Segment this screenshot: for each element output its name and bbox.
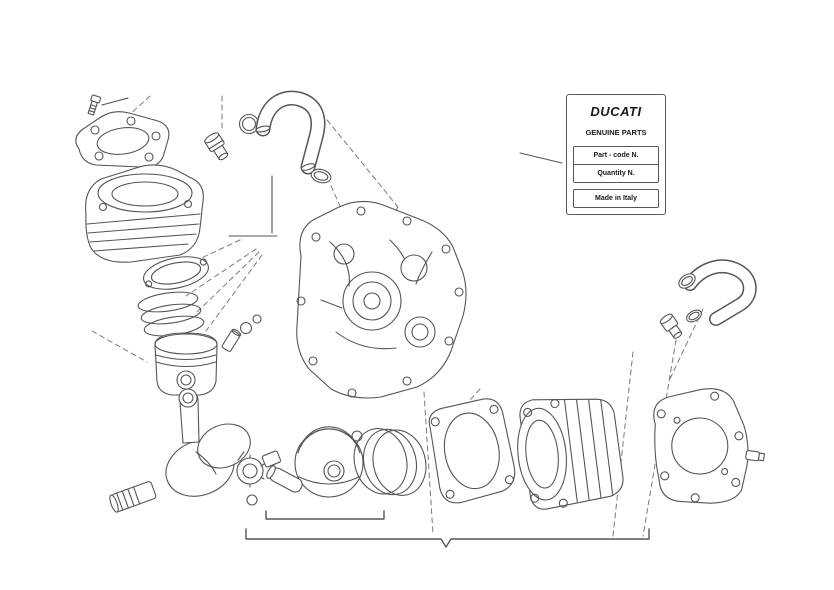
circlip-bottom-1 <box>351 430 363 442</box>
made-in-italy-field: Made in Italy <box>573 189 659 208</box>
piston-rings-bottom <box>353 428 427 496</box>
genuine-parts-text: GENUINE PARTS <box>585 128 647 137</box>
wrist-pin-bottom <box>266 465 303 493</box>
head-gasket-right <box>653 388 749 504</box>
ducati-logo: DUCATI <box>590 104 642 119</box>
piston-bottom <box>294 426 364 498</box>
crankshaft <box>109 388 282 513</box>
piston-left <box>154 332 218 396</box>
hose-clamp-right-2 <box>686 309 702 323</box>
union-fitting-right <box>659 313 683 339</box>
wrist-pin-left <box>221 328 242 352</box>
base-gasket-left <box>143 256 209 290</box>
leader-lines <box>101 97 563 237</box>
hose-right <box>683 259 757 326</box>
cylinder-base-gasket <box>428 398 516 504</box>
piston-rings-left <box>137 291 205 337</box>
genuine-parts-label: DUCATI GENUINE PARTS Part - code N. Quan… <box>566 94 666 215</box>
circlip-left-1 <box>239 321 253 335</box>
dowel-pin-right <box>745 450 765 462</box>
label-fields: Part - code N. Quantity N. <box>573 146 659 183</box>
crankcase-cover <box>296 200 467 399</box>
hose-clamp-mid <box>310 168 332 184</box>
cylinder-right <box>517 398 624 510</box>
bolt <box>87 94 102 116</box>
hose-top <box>255 90 326 175</box>
head-gasket-left <box>75 111 170 168</box>
connecting-rod <box>178 388 200 444</box>
quantity-field: Quantity N. <box>574 164 658 182</box>
group-brackets <box>245 510 650 548</box>
circlip-bottom-2 <box>246 494 258 506</box>
circlip-left-2 <box>252 314 262 324</box>
hose-clamp-right-1 <box>678 273 696 289</box>
part-code-field: Part - code N. <box>593 152 639 159</box>
union-fitting <box>204 132 229 161</box>
cylinder-left <box>85 164 204 263</box>
